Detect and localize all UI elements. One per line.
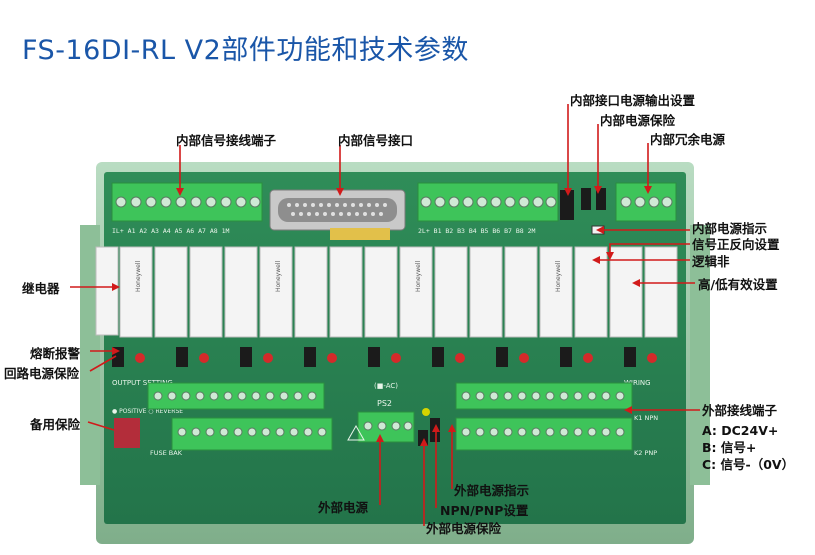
positive-reverse-text: ● POSITIVE ○ REVERSE xyxy=(112,408,183,415)
terminal-note-c: C: 信号-（0V） xyxy=(702,457,795,472)
callout-internal-signal-port: 内部信号接口 xyxy=(338,133,414,148)
fuse-row xyxy=(112,347,657,367)
callout-external-power-indicator: 外部电源指示 xyxy=(454,483,530,498)
top-right-terminal-text: 2L+ B1 B2 B3 B4 B5 B6 B7 B8 2M xyxy=(418,227,535,235)
rail-left-clip xyxy=(80,225,100,485)
relay-brand-4: Honeywell xyxy=(555,261,562,292)
k1-npn-text: K1 NPN xyxy=(634,414,658,422)
power-terminal-block xyxy=(347,411,415,443)
relay-row xyxy=(95,246,678,338)
callout-external-terminal: 外部接线端子 xyxy=(702,403,778,418)
callout-external-power-fuse: 外部电源保险 xyxy=(426,521,502,536)
page-title: FS-16DI-RL V2部件功能和技术参数 xyxy=(22,35,469,66)
callout-internal-port-power-output: 内部接口电源输出设置 xyxy=(570,93,696,108)
dsub-connector xyxy=(269,189,406,240)
callout-logic-not: 逻辑非 xyxy=(692,254,730,269)
top-left-terminal-text: IL+ A1 A2 A3 A4 A5 A6 A7 A8 1M xyxy=(112,227,229,235)
spare-fuse-holder xyxy=(114,418,140,448)
top-left-terminal-block xyxy=(111,182,263,222)
leader-lines xyxy=(70,104,700,526)
power-output-jumper xyxy=(560,190,574,220)
internal-fuse-2 xyxy=(596,188,606,210)
top-right-terminal-block xyxy=(417,182,559,222)
output-setting-text: OUTPUT SETTING xyxy=(112,379,173,387)
callout-fuse-alarm: 熔断报警 xyxy=(30,346,81,361)
callout-internal-power-indicator: 内部电源指示 xyxy=(692,221,768,236)
callout-active-level-setting: 高/低有效设置 xyxy=(698,277,778,292)
callout-spare-fuse: 备用保险 xyxy=(30,417,81,432)
rail-right-clip xyxy=(690,225,710,485)
ac-mark-text: (■-AC) xyxy=(374,382,398,390)
bottom-left-terminal-block xyxy=(147,382,333,451)
leader-arrowheads xyxy=(112,186,652,446)
bottom-right-terminal-block xyxy=(455,382,633,451)
callout-external-power: 外部电源 xyxy=(318,500,369,515)
terminal-note-a: A: DC24V+ xyxy=(702,423,779,438)
callout-loop-power-fuse: 回路电源保险 xyxy=(4,366,80,381)
callout-internal-redundant-power: 内部冗余电源 xyxy=(650,132,726,147)
relay-brand-3: Honeywell xyxy=(415,261,422,292)
callout-internal-power-fuse: 内部电源保险 xyxy=(600,113,676,128)
wiring-text: WIRING xyxy=(624,379,651,387)
fuse-bak-text: FUSE BAK xyxy=(150,449,183,457)
callout-internal-signal-terminal: 内部信号接线端子 xyxy=(176,133,277,148)
terminal-note-b: B: 信号+ xyxy=(702,440,757,455)
callout-relay: 继电器 xyxy=(22,281,60,296)
internal-fuse-1 xyxy=(581,188,591,210)
callout-npn-pnp-setting: NPN/PNP设置 xyxy=(440,503,529,518)
callout-signal-direction-setting: 信号正反向设置 xyxy=(692,237,780,252)
external-power-led xyxy=(422,408,430,416)
k2-pnp-text: K2 PNP xyxy=(634,449,657,457)
external-power-fuse xyxy=(418,430,428,446)
relay-brand-1: Honeywell xyxy=(135,261,142,292)
relay-brand-2: Honeywell xyxy=(275,261,282,292)
ps2-text: PS2 xyxy=(377,399,392,408)
